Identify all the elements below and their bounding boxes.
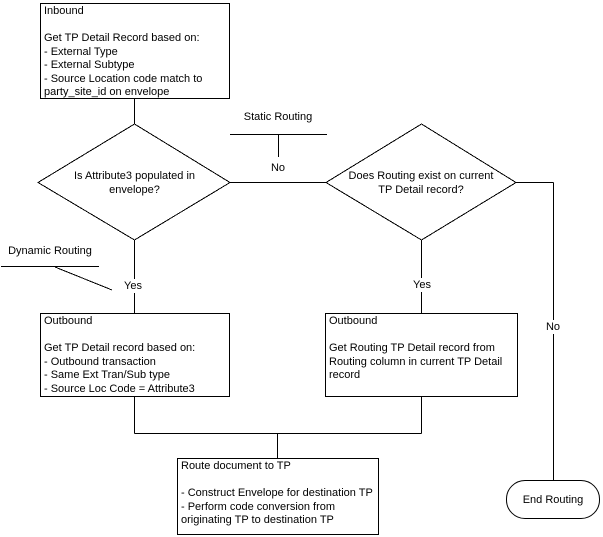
end-routing-label: End Routing: [522, 493, 584, 506]
dynamic-routing-pointer: [54, 266, 113, 291]
no-label-between-decisions: No: [264, 161, 292, 175]
decision1-diamond: [37, 123, 231, 241]
decision2-diamond: [325, 123, 517, 241]
end-routing-terminator: End Routing: [506, 480, 600, 519]
no-label-end: No: [540, 320, 566, 334]
dynamic-routing-label: Dynamic Routing: [8, 245, 92, 257]
outbound-static-box: Outbound Get Routing TP Detail record fr…: [325, 313, 518, 397]
route-document-box: Route document to TP - Construct Envelop…: [177, 458, 379, 535]
static-routing-label: Static Routing: [243, 111, 313, 123]
yes-label-static: Yes: [406, 278, 438, 292]
outbound-dynamic-box: Outbound Get TP Detail record based on: …: [40, 313, 230, 397]
yes-label-dynamic: Yes: [117, 279, 149, 293]
inbound-box: Inbound Get TP Detail Record based on: -…: [40, 3, 230, 99]
